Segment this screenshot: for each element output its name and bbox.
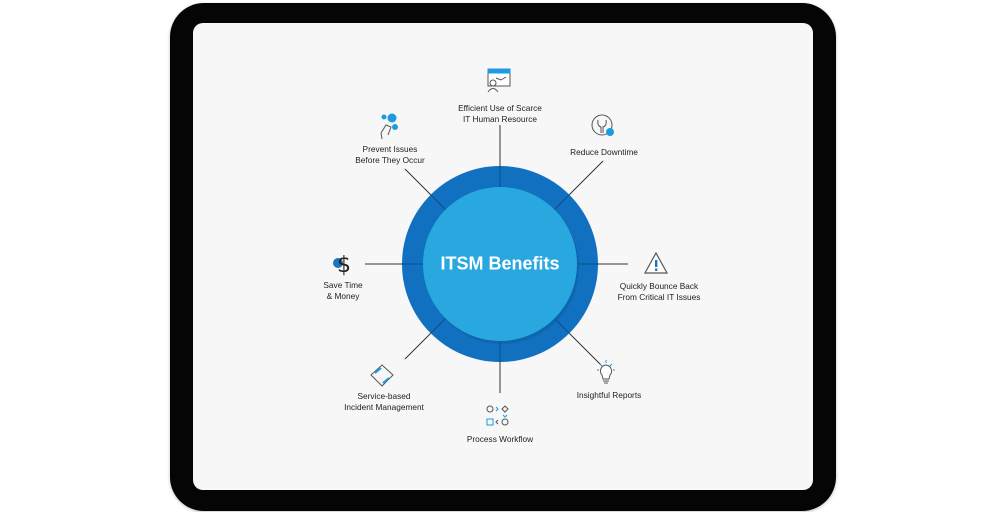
benefit-save-time: Save Time & Money xyxy=(323,280,363,301)
tablet-frame: $ Efficient Use of Scarce IT Human Resou… xyxy=(170,3,836,511)
benefit-process-workflow: Process Workflow xyxy=(466,434,534,444)
lightbulb-icon xyxy=(597,360,615,384)
inner-circle xyxy=(423,187,577,341)
dollar-icon: $ xyxy=(333,253,351,278)
tablet-screen: $ Efficient Use of Scarce IT Human Resou… xyxy=(193,23,813,490)
benefit-quickly-bounce-back: Quickly Bounce Back From Critical IT Iss… xyxy=(617,281,701,302)
benefit-efficient-use: Efficient Use of Scarce IT Human Resourc… xyxy=(458,103,542,124)
user-dashboard-icon xyxy=(487,68,511,93)
benefits-diagram: $ xyxy=(333,68,669,426)
wrench-gear-icon xyxy=(591,114,614,136)
benefit-service-based: Service-based Incident Management xyxy=(344,391,424,412)
warning-triangle-icon xyxy=(643,251,669,274)
svg-text:$: $ xyxy=(337,253,351,278)
cycle-arrows-icon xyxy=(370,364,394,387)
diagram-title: ITSM Benefits xyxy=(440,253,560,274)
workflow-icon xyxy=(486,405,509,426)
benefit-insightful-reports: Insightful Reports xyxy=(576,390,642,400)
hand-touch-icon xyxy=(380,113,398,140)
benefit-prevent-issues: Prevent Issues Before They Occur xyxy=(355,144,425,165)
benefit-reduce-downtime: Reduce Downtime xyxy=(570,147,638,157)
